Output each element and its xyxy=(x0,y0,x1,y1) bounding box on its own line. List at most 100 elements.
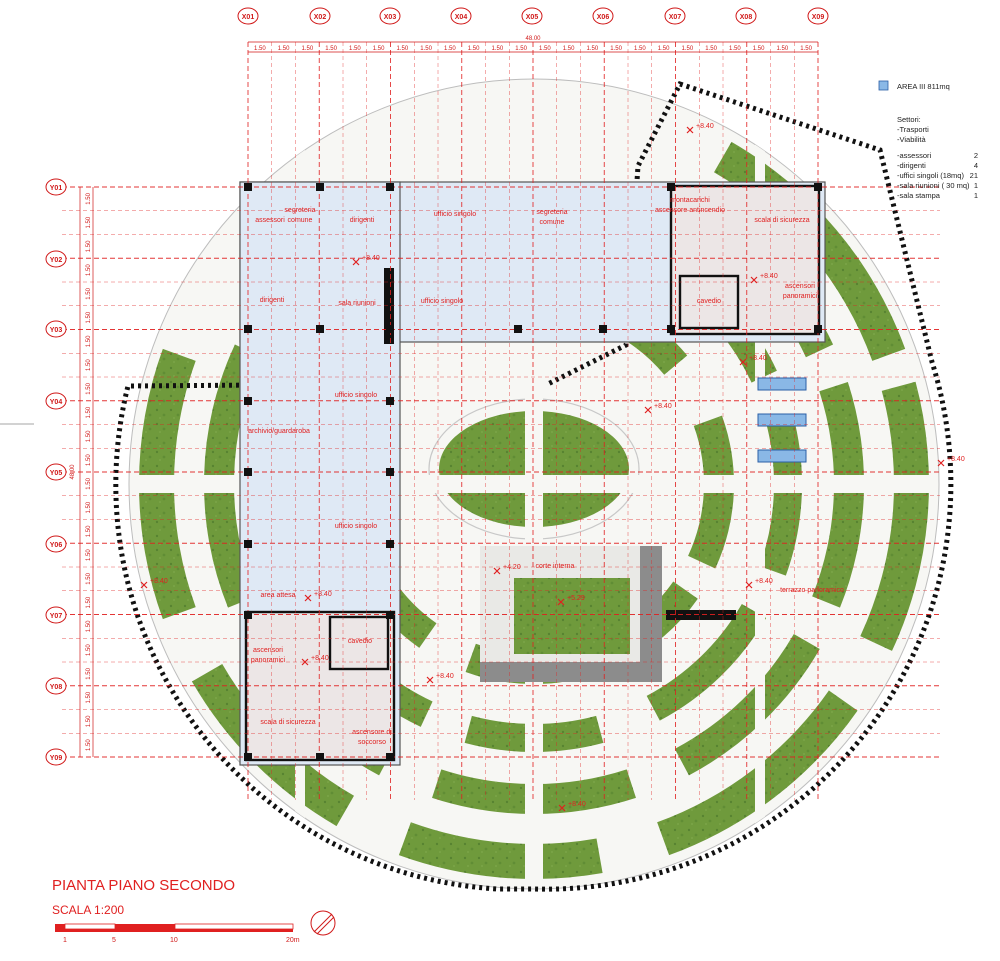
grid-bubble-row: Y01 xyxy=(45,178,67,196)
module-dimension: 1.50 xyxy=(86,525,92,537)
elevation-marker: +8.40 xyxy=(558,801,586,812)
grid-bubble-row: Y02 xyxy=(45,250,67,268)
grid-bubble-column: X03 xyxy=(379,7,401,25)
legend-sector-2: -Viabilità xyxy=(897,135,926,144)
module-dimension: 1.50 xyxy=(86,311,92,323)
module-dimension: 1.50 xyxy=(468,46,480,52)
module-dimension: 1.50 xyxy=(777,46,789,52)
column xyxy=(244,753,252,761)
elevation-value: +8.40 xyxy=(568,801,586,808)
elevation-markers: +8.40+8.40+8.40+8.40+8.40+8.40+4.20+5.29… xyxy=(140,123,965,812)
module-dimension: 1.50 xyxy=(86,430,92,442)
room-label: terrazzo panoramico xyxy=(780,587,844,594)
module-dimension: 1.50 xyxy=(682,46,694,52)
room-label: dirigenti xyxy=(350,217,375,224)
elevation-value: +4.20 xyxy=(503,564,521,571)
grid-label-column: X03 xyxy=(384,14,397,21)
scale-label: SCALA 1:200 xyxy=(52,903,124,917)
module-dimension: 1.50 xyxy=(397,46,409,52)
module-dimension: 1.50 xyxy=(86,739,92,751)
elevation-value: +8.40 xyxy=(947,456,965,463)
elevation-value: +8.40 xyxy=(755,578,773,585)
elevation-cross-icon xyxy=(644,406,652,414)
column xyxy=(514,325,522,333)
module-dimension: 1.50 xyxy=(86,406,92,418)
module-dimension: 1.50 xyxy=(86,715,92,727)
module-dimension: 1.50 xyxy=(86,549,92,561)
module-dimension: 1.50 xyxy=(729,46,741,52)
building-floor xyxy=(239,181,826,766)
module-dimension: 1.50 xyxy=(634,46,646,52)
column xyxy=(244,540,252,548)
column xyxy=(386,183,394,191)
elevation-marker: +8.40 xyxy=(739,355,767,366)
module-dimension: 1.50 xyxy=(373,46,385,52)
legend-item-name: -sala riunioni ( 30 mq) xyxy=(897,181,970,190)
elevation-value: +8.40 xyxy=(436,673,454,680)
column xyxy=(244,468,252,476)
room-label: area attesa xyxy=(260,592,295,599)
elevation-marker: +8.40 xyxy=(352,255,380,266)
grid-label-row: Y07 xyxy=(50,613,63,620)
green-band-texture xyxy=(646,604,767,721)
scale-tick-1: 1 xyxy=(63,937,67,944)
legend-sector-1: -Trasporti xyxy=(897,125,929,134)
module-dimension: 1.50 xyxy=(86,454,92,466)
column xyxy=(667,325,675,333)
grid-bubble-row: Y04 xyxy=(45,392,67,410)
grid-bubble-column: X07 xyxy=(664,7,686,25)
module-dimension: 1.50 xyxy=(86,216,92,228)
total-width-dimension: 48.00 xyxy=(525,36,541,42)
module-dimension: 1.50 xyxy=(86,596,92,608)
column xyxy=(814,325,822,333)
elevation-marker: +8.40 xyxy=(304,591,332,602)
grid-label-column: X05 xyxy=(526,14,539,21)
room-label: panoramici xyxy=(783,293,818,300)
elevation-marker: +8.40 xyxy=(426,673,454,684)
column xyxy=(386,611,394,619)
module-dimension: 1.50 xyxy=(587,46,599,52)
legend-sectors-title: Settori: xyxy=(897,115,921,124)
column xyxy=(244,183,252,191)
elevation-marker: +8.40 xyxy=(644,403,672,414)
elevation-cross-icon xyxy=(426,676,434,684)
green-band-texture xyxy=(674,634,820,776)
grid-bubble-column: X08 xyxy=(735,7,757,25)
grid-label-row: Y08 xyxy=(50,684,63,691)
grid-bubble-row: Y07 xyxy=(45,606,67,624)
grid-bubble-row: Y03 xyxy=(45,320,67,338)
room-label: sala riunioni xyxy=(338,300,376,307)
column xyxy=(316,753,324,761)
green-band-texture xyxy=(860,381,929,651)
elevation-cross-icon xyxy=(937,459,945,467)
green-band-texture xyxy=(812,382,864,608)
column xyxy=(386,397,394,405)
scale-tick-20: 20m xyxy=(286,937,300,944)
elevation-cross-icon xyxy=(750,276,758,284)
room-label: comune xyxy=(540,219,565,226)
grid-label-row: Y02 xyxy=(50,257,63,264)
column xyxy=(244,325,252,333)
room-label: ufficio singolo xyxy=(434,211,476,218)
grid-label-column: X09 xyxy=(812,14,825,21)
room-label: ufficio singolo xyxy=(421,298,463,305)
module-dimension: 1.50 xyxy=(444,46,456,52)
module-dimension: 1.50 xyxy=(86,382,92,394)
module-dimension: 1.50 xyxy=(86,192,92,204)
module-dimension: 1.50 xyxy=(86,477,92,489)
grid-bubble-row: Y08 xyxy=(45,677,67,695)
grid-bubble-column: X06 xyxy=(592,7,614,25)
module-dimension: 1.50 xyxy=(86,335,92,347)
room-label: cavedio xyxy=(348,638,372,645)
legend-item-count: 4 xyxy=(974,161,978,170)
grid-bubble-column: X05 xyxy=(521,7,543,25)
elevation-marker: +8.40 xyxy=(750,273,778,284)
grid-bubble-column: X04 xyxy=(450,7,472,25)
elevation-cross-icon xyxy=(352,258,360,266)
module-dimension: 1.50 xyxy=(86,287,92,299)
elevation-cross-icon xyxy=(557,598,565,606)
module-dimension: 1.50 xyxy=(705,46,717,52)
elevation-cross-icon xyxy=(304,594,312,602)
module-dimension: 1.50 xyxy=(349,46,361,52)
